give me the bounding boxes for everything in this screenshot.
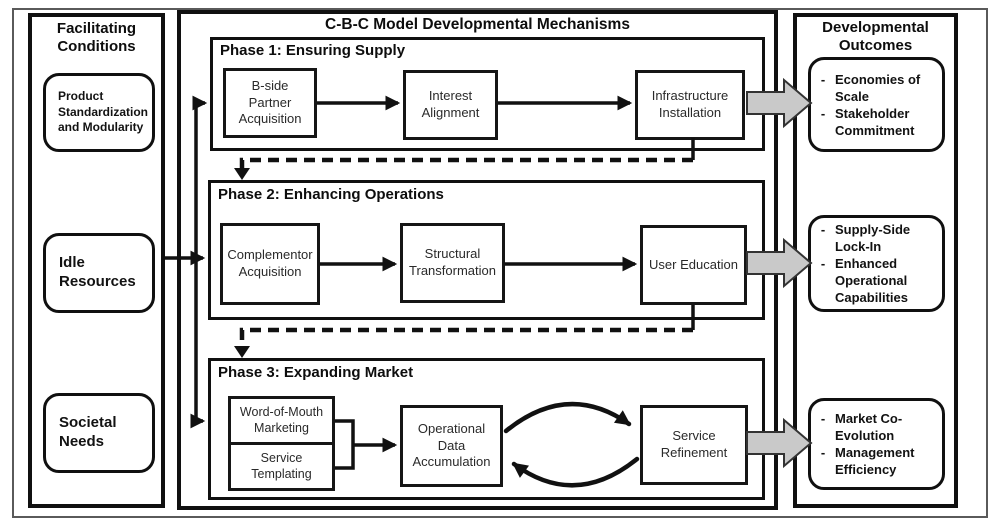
condition-societal-needs: Societal Needs: [43, 393, 155, 473]
box-complementor-acquisition: Complementor Acquisition: [220, 223, 320, 305]
box-label: Service Templating: [251, 450, 312, 481]
box-word-of-mouth-marketing: Word-of-Mouth Marketing: [231, 399, 332, 445]
box-bside-partner-acquisition: B-side Partner Acquisition: [223, 68, 317, 138]
mechanisms-title: C-B-C Model Developmental Mechanisms: [325, 16, 630, 33]
outcome-bullet: - Economies of Scale: [811, 71, 938, 105]
box-label: Structural Transformation: [409, 246, 496, 278]
phase2-label: Phase 2: Enhancing Operations: [218, 186, 444, 203]
facilitating-conditions-title: Facilitating Conditions: [56, 20, 137, 55]
box-operational-data-accumulation: Operational Data Accumulation: [400, 405, 503, 487]
outcome-coevolution-efficiency: - Market Co-Evolution - Management Effic…: [808, 398, 945, 490]
box-service-refinement: Service Refinement: [640, 405, 748, 485]
outcome-economies-stakeholder: - Economies of Scale - Stakeholder Commi…: [808, 57, 945, 152]
box-interest-alignment: Interest Alignment: [403, 70, 498, 140]
condition-label: Societal Needs: [59, 414, 117, 450]
bullet-dash: -: [820, 256, 826, 271]
box-user-education: User Education: [640, 225, 747, 305]
box-label: Operational Data Accumulation: [412, 421, 491, 470]
condition-label: Idle Resources: [59, 254, 136, 290]
bullet-text: Management Efficiency: [835, 445, 915, 477]
box-structural-transformation: Structural Transformation: [400, 223, 505, 303]
phase3-label: Phase 3: Expanding Market: [218, 364, 414, 381]
box-label: Complementor Acquisition: [227, 247, 313, 279]
developmental-outcomes-title: Developmental Outcomes: [822, 19, 929, 54]
bullet-text: Enhanced Operational Capabilities: [835, 256, 908, 305]
bullet-dash: -: [820, 411, 826, 426]
condition-label: Product Standardization and Modularity: [58, 89, 149, 135]
bullet-text: Supply-Side Lock-In: [835, 222, 911, 254]
bullet-dash: -: [820, 445, 826, 460]
box-label: B-side Partner Acquisition: [238, 78, 302, 127]
condition-product-standardization: Product Standardization and Modularity: [43, 73, 155, 152]
bullet-dash: -: [820, 222, 826, 237]
bullet-dash: -: [820, 71, 826, 87]
box-label: Service Refinement: [660, 428, 728, 460]
outcome-lockin-capabilities: - Supply-Side Lock-In - Enhanced Operati…: [808, 215, 945, 312]
bullet-dash: -: [820, 105, 826, 121]
box-label: Interest Alignment: [421, 88, 480, 120]
outcome-bullet: - Enhanced Operational Capabilities: [811, 255, 938, 306]
condition-idle-resources: Idle Resources: [43, 233, 155, 313]
outcome-bullet: - Market Co-Evolution: [811, 410, 938, 444]
box-marketing-templating-stack: Word-of-Mouth Marketing Service Templati…: [228, 396, 335, 491]
phase1-label: Phase 1: Ensuring Supply: [220, 42, 406, 59]
outcome-bullet: - Stakeholder Commitment: [811, 105, 938, 139]
box-infrastructure-installation: Infrastructure Installation: [635, 70, 745, 140]
outcome-bullet: - Supply-Side Lock-In: [811, 221, 938, 255]
box-label: User Education: [649, 256, 738, 272]
box-label: Word-of-Mouth Marketing: [239, 404, 324, 435]
bullet-text: Market Co-Evolution: [835, 411, 903, 443]
outcome-bullet: - Management Efficiency: [811, 444, 938, 478]
bullet-text: Economies of Scale: [835, 71, 921, 104]
bullet-text: Stakeholder Commitment: [835, 105, 915, 138]
box-label: Infrastructure Installation: [651, 88, 729, 120]
outer-frame: [12, 8, 988, 518]
box-service-templating: Service Templating: [231, 445, 332, 488]
